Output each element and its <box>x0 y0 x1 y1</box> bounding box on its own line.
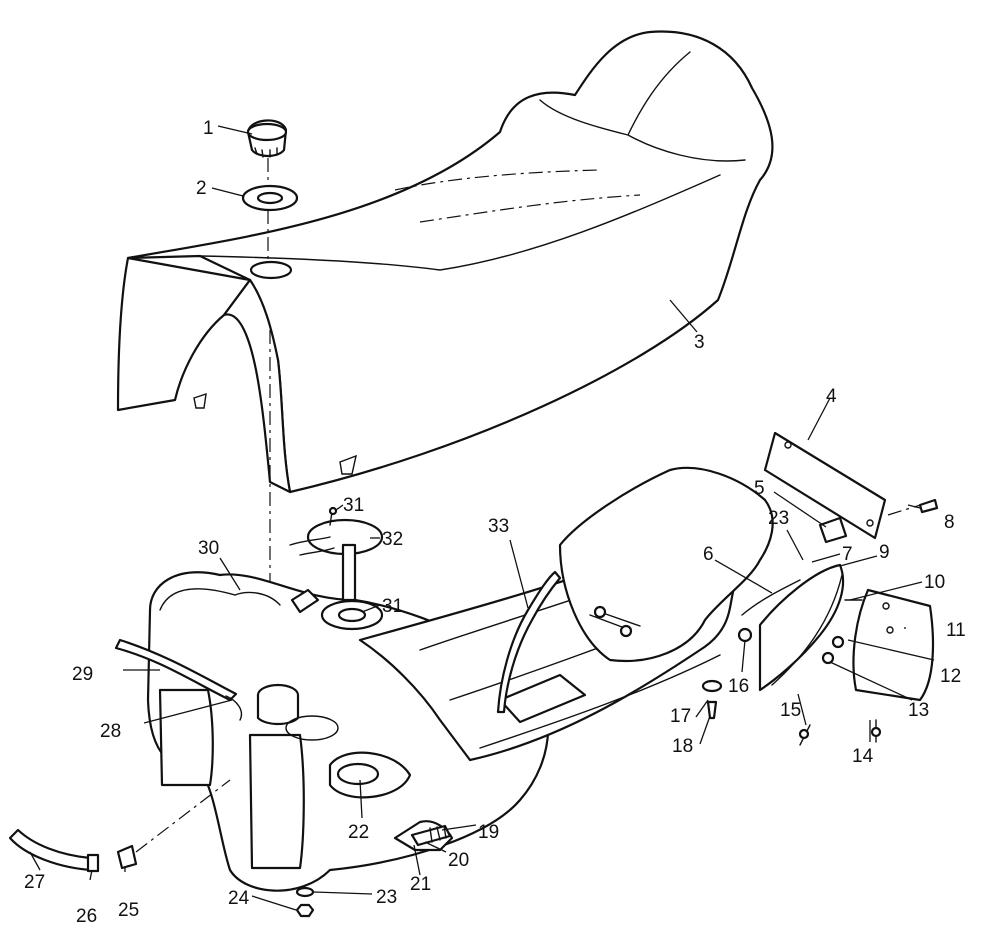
rear-plate <box>763 431 887 540</box>
callout-12: 12 <box>940 666 961 687</box>
screw-8 <box>918 498 939 514</box>
callout-23-bracket: 23 <box>768 508 789 529</box>
clip-5 <box>818 516 848 544</box>
callout-31-flange: 31 <box>382 596 403 617</box>
callout-18: 18 <box>672 736 693 757</box>
callout-24: 24 <box>228 888 250 909</box>
callout-31-screw: 31 <box>343 495 364 516</box>
callout-labels: 1 2 3 4 5 6 7 8 9 10 11 12 13 14 15 16 1… <box>24 118 966 927</box>
fuel-gauge-sender <box>289 518 384 614</box>
leader-lines <box>29 125 935 911</box>
seat <box>116 30 774 494</box>
rear-bracket <box>741 563 845 692</box>
fuel-line <box>8 779 231 873</box>
callout-21: 21 <box>410 874 431 895</box>
callout-14: 14 <box>852 746 874 767</box>
screw-31 <box>328 506 338 526</box>
tube-33 <box>496 570 562 714</box>
callout-16: 16 <box>728 676 749 697</box>
callout-6: 6 <box>703 544 714 565</box>
callout-8: 8 <box>944 512 955 533</box>
callout-25: 25 <box>118 900 139 921</box>
hardware <box>701 599 882 746</box>
callout-3: 3 <box>694 332 705 353</box>
callout-9: 9 <box>879 542 890 563</box>
callout-23-washer: 23 <box>376 887 397 908</box>
callout-17: 17 <box>670 706 691 727</box>
mount-nut <box>295 886 315 918</box>
callout-30: 30 <box>198 538 219 559</box>
callout-28: 28 <box>100 721 121 742</box>
filler-washer <box>241 184 299 212</box>
callout-1: 1 <box>203 118 214 139</box>
fuel-fitting <box>410 824 452 847</box>
callout-13: 13 <box>908 700 929 721</box>
callout-22: 22 <box>348 822 369 843</box>
callout-7: 7 <box>842 544 853 565</box>
callout-5: 5 <box>754 478 765 499</box>
callout-27: 27 <box>24 872 45 893</box>
callout-11: 11 <box>946 620 966 641</box>
callout-15: 15 <box>780 700 801 721</box>
callout-29: 29 <box>72 664 93 685</box>
fuel-cap <box>246 119 288 158</box>
callout-19: 19 <box>478 822 499 843</box>
callout-10: 10 <box>924 572 945 593</box>
callout-4: 4 <box>826 386 837 407</box>
callout-2: 2 <box>196 178 207 199</box>
callout-26: 26 <box>76 906 97 927</box>
seat-base <box>558 466 774 662</box>
callout-20: 20 <box>448 850 469 871</box>
vent-hose <box>114 638 243 721</box>
sender-flange <box>320 599 384 631</box>
callout-33: 33 <box>488 516 509 537</box>
cover-plate <box>852 588 935 702</box>
callout-32: 32 <box>382 529 403 550</box>
